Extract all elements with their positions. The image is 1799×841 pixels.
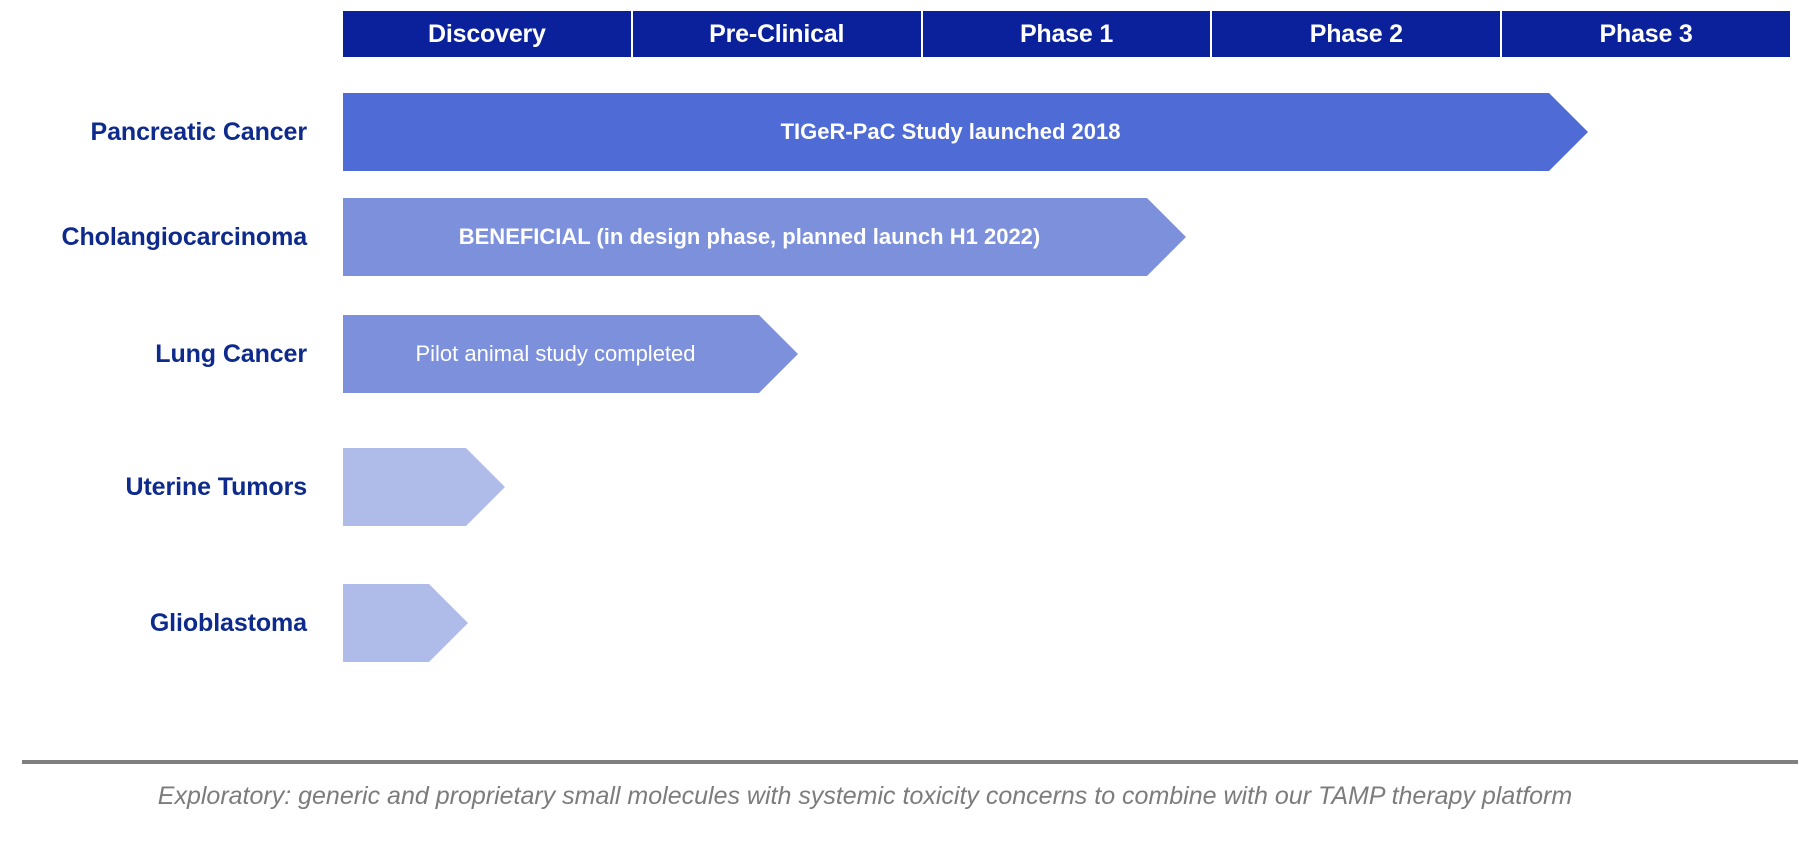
progress-arrow-glioblastoma xyxy=(343,584,468,662)
pipeline-row: Cholangiocarcinoma BENEFICIAL (in design… xyxy=(0,198,1799,276)
pipeline-row: Uterine Tumors xyxy=(0,448,1799,526)
program-label-lung-cancer: Lung Cancer xyxy=(0,315,307,393)
program-label-text: Pancreatic Cancer xyxy=(90,117,308,146)
pipeline-row: Lung Cancer Pilot animal study completed xyxy=(0,315,1799,393)
phase-label: Pre-Clinical xyxy=(709,19,845,48)
program-label-cholangiocarcinoma: Cholangiocarcinoma xyxy=(0,198,308,276)
progress-arrow-label: Pilot animal study completed xyxy=(415,341,696,366)
program-label-text: Glioblastoma xyxy=(149,608,307,637)
footer-divider xyxy=(22,760,1798,764)
footer-note: Exploratory: generic and proprietary sma… xyxy=(157,782,1573,810)
progress-arrow-cholangiocarcinoma: BENEFICIAL (in design phase, planned lau… xyxy=(343,198,1186,276)
phase-header-row: Discovery Pre-Clinical Phase 1 Phase 2 P… xyxy=(343,11,1790,57)
progress-arrow-label: TIGeR-PaC Study launched 2018 xyxy=(780,119,1121,144)
program-label-text: Cholangiocarcinoma xyxy=(61,222,308,251)
phase-label: Phase 1 xyxy=(1019,19,1114,48)
program-label-text: Lung Cancer xyxy=(155,339,307,368)
progress-arrow-label: BENEFICIAL (in design phase, planned lau… xyxy=(458,224,1041,249)
program-label-text: Uterine Tumors xyxy=(125,472,308,501)
pipeline-row: Pancreatic Cancer TIGeR-PaC Study launch… xyxy=(0,93,1799,171)
phase-label: Phase 2 xyxy=(1309,19,1403,48)
progress-arrow-pancreatic-cancer: TIGeR-PaC Study launched 2018 xyxy=(343,93,1588,171)
phase-column-discovery: Discovery xyxy=(343,11,633,57)
progress-arrow-uterine-tumors xyxy=(343,448,505,526)
progress-arrow-lung-cancer: Pilot animal study completed xyxy=(343,315,798,393)
phase-column-phase-2: Phase 2 xyxy=(1212,11,1503,57)
program-label-uterine-tumors: Uterine Tumors xyxy=(0,448,308,526)
phase-column-phase-1: Phase 1 xyxy=(922,11,1213,57)
program-label-glioblastoma: Glioblastoma xyxy=(0,584,307,662)
phase-label: Discovery xyxy=(428,19,546,48)
program-label-pancreatic-cancer: Pancreatic Cancer xyxy=(0,93,308,171)
pipeline-row: Glioblastoma xyxy=(0,584,1799,662)
phase-column-phase-3: Phase 3 xyxy=(1502,11,1790,57)
phase-label: Phase 3 xyxy=(1599,19,1693,48)
phase-column-pre-clinical: Pre-Clinical xyxy=(632,11,923,57)
